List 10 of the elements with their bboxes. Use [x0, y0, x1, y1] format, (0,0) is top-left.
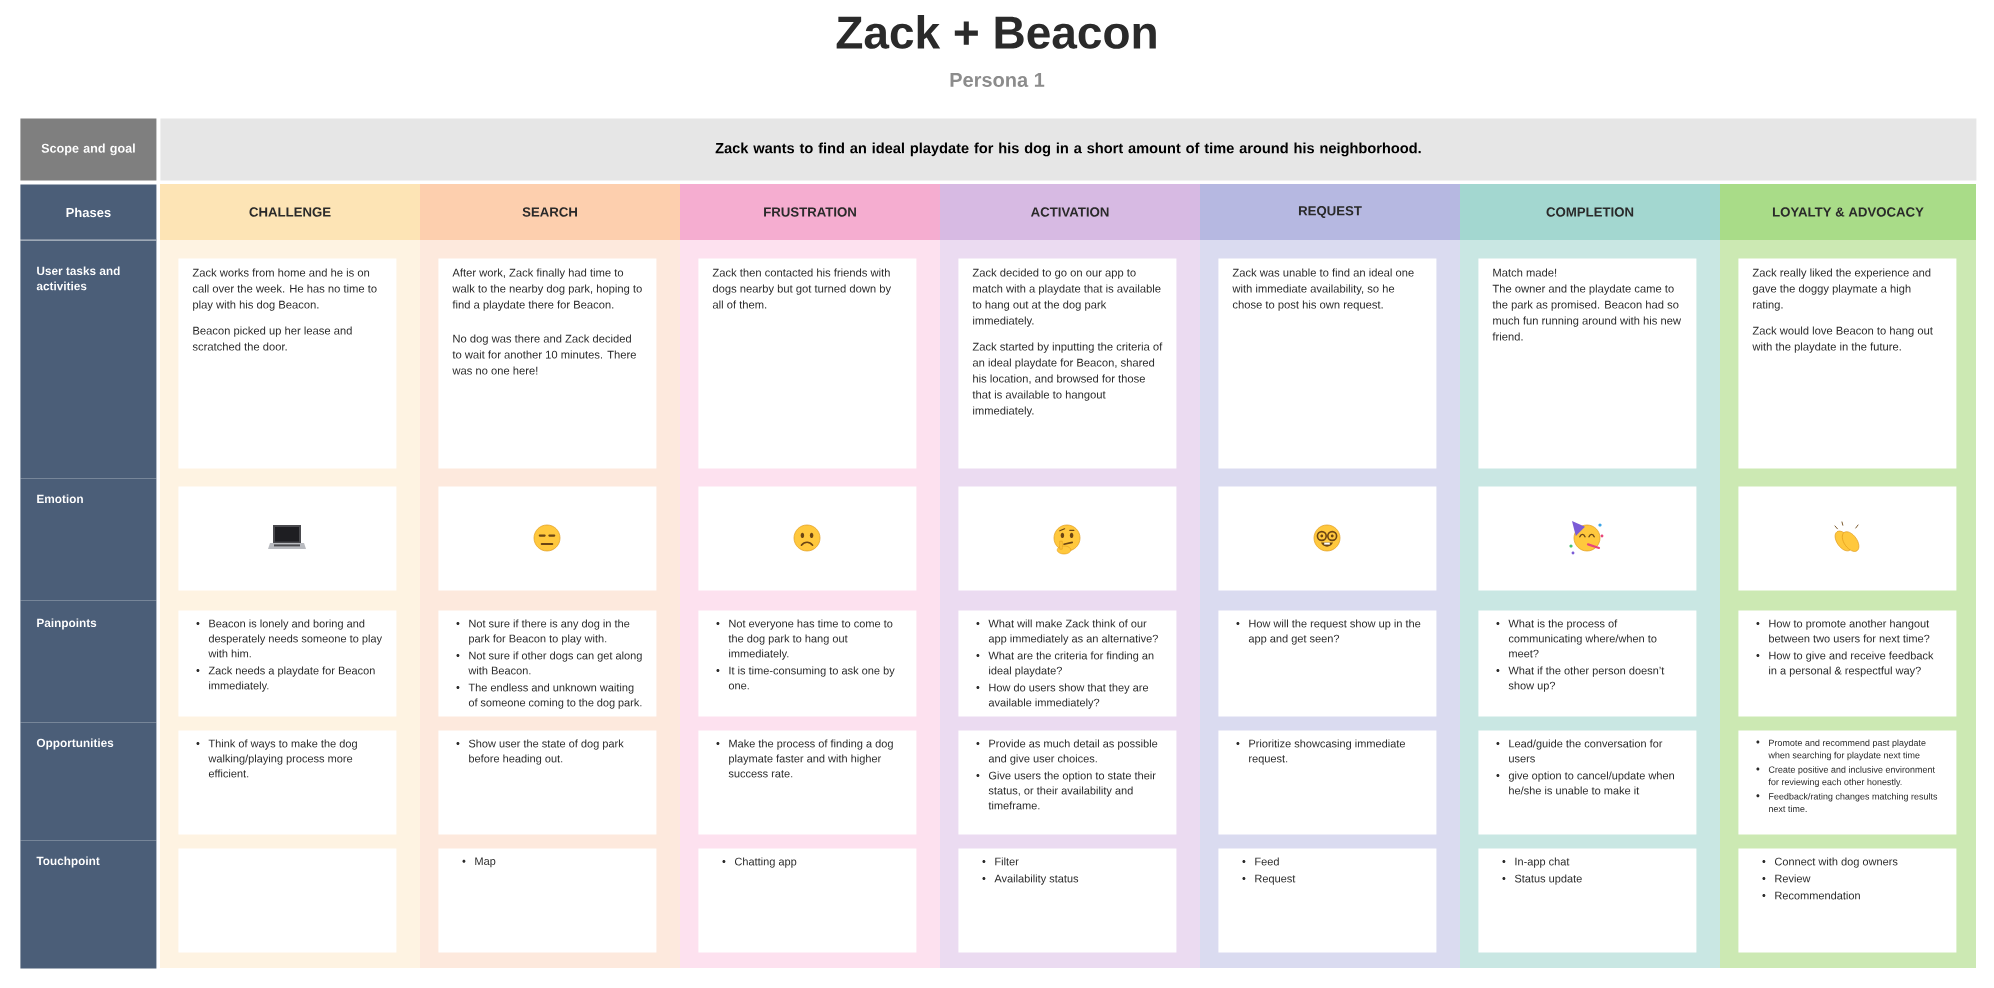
note-card [1218, 486, 1437, 591]
note-card [438, 486, 657, 591]
note-card [1738, 486, 1957, 591]
note-card [178, 486, 397, 591]
subtitle: Persona 1 [950, 73, 1045, 87]
note-card [178, 848, 397, 953]
note-card [1478, 486, 1697, 591]
title: Zack + Beacon [836, 15, 1156, 49]
note-card [698, 486, 917, 591]
note-card [958, 486, 1177, 591]
